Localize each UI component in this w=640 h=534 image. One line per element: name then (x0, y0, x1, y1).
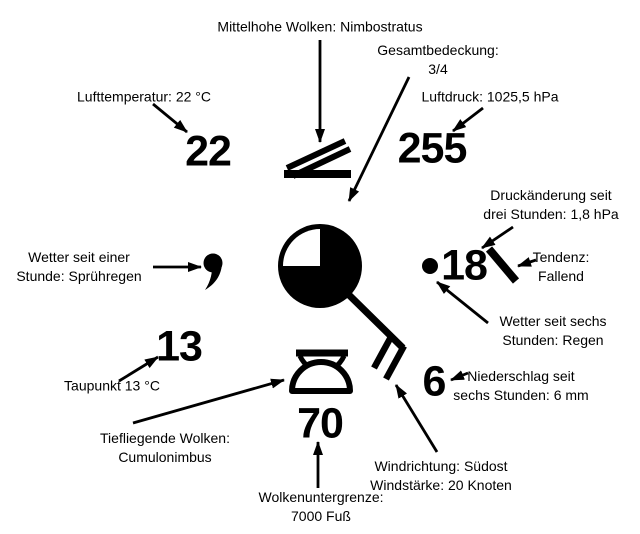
label-temperature: Lufttemperatur: 22 °C (77, 88, 211, 105)
temperature-value: 22 (185, 127, 232, 176)
label-weather-1h: Wetter seit einer Stunde: Sprühregen (16, 249, 142, 284)
label-cloud-base: Wolkenuntergrenze: 7000 Fuß (258, 489, 384, 524)
label-low-clouds: Tiefliegende Wolken: Cumulonimbus (100, 430, 230, 465)
precipitation-value: 6 (422, 357, 447, 406)
label-total-cover: Gesamtbedeckung: 3/4 (377, 42, 499, 77)
arrow-pressure-change (481, 225, 514, 250)
label-weather-6h: Wetter seit sechs Stunden: Regen (499, 313, 607, 348)
arrow-temperature (152, 102, 188, 134)
cumulonimbus-icon (289, 349, 353, 394)
cloud-base-value: 70 (297, 399, 344, 448)
arrow-weather-6h (436, 280, 489, 325)
arrow-precipitation (450, 370, 469, 382)
label-wind: Windrichtung: Südost Windstärke: 20 Knot… (370, 458, 512, 493)
label-middle-clouds: Mittelhohe Wolken: Nimbostratus (217, 18, 423, 35)
arrow-total-cover (347, 76, 411, 202)
nimbostratus-icon (284, 138, 352, 179)
label-precipitation: Niederschlag seit sechs Stunden: 6 mm (453, 368, 589, 403)
arrow-wind (394, 384, 439, 453)
dew-point-value: 13 (156, 322, 203, 371)
arrow-pressure (452, 106, 484, 133)
annotation-arrows (118, 40, 537, 488)
pressure-change-value: 18 (441, 241, 488, 290)
label-pressure: Luftdruck: 1025,5 hPa (421, 88, 559, 105)
label-tendency: Tendenz: Fallend (532, 249, 590, 284)
falling-tendency-icon (485, 246, 520, 284)
arrow-dew-point (118, 355, 159, 383)
label-pressure-change: Druckänderung seit drei Stunden: 1,8 hPa (483, 187, 619, 222)
pressure-value: 255 (397, 124, 468, 173)
wind-barb-icon (344, 290, 407, 381)
arrow-tendency (517, 257, 537, 268)
label-dew-point: Taupunkt 13 °C (64, 377, 160, 394)
rain-dot-icon (422, 258, 438, 274)
drizzle-comma-icon (203, 253, 223, 290)
cloud-cover-icon (278, 224, 362, 308)
arrow-low-clouds (132, 378, 285, 425)
